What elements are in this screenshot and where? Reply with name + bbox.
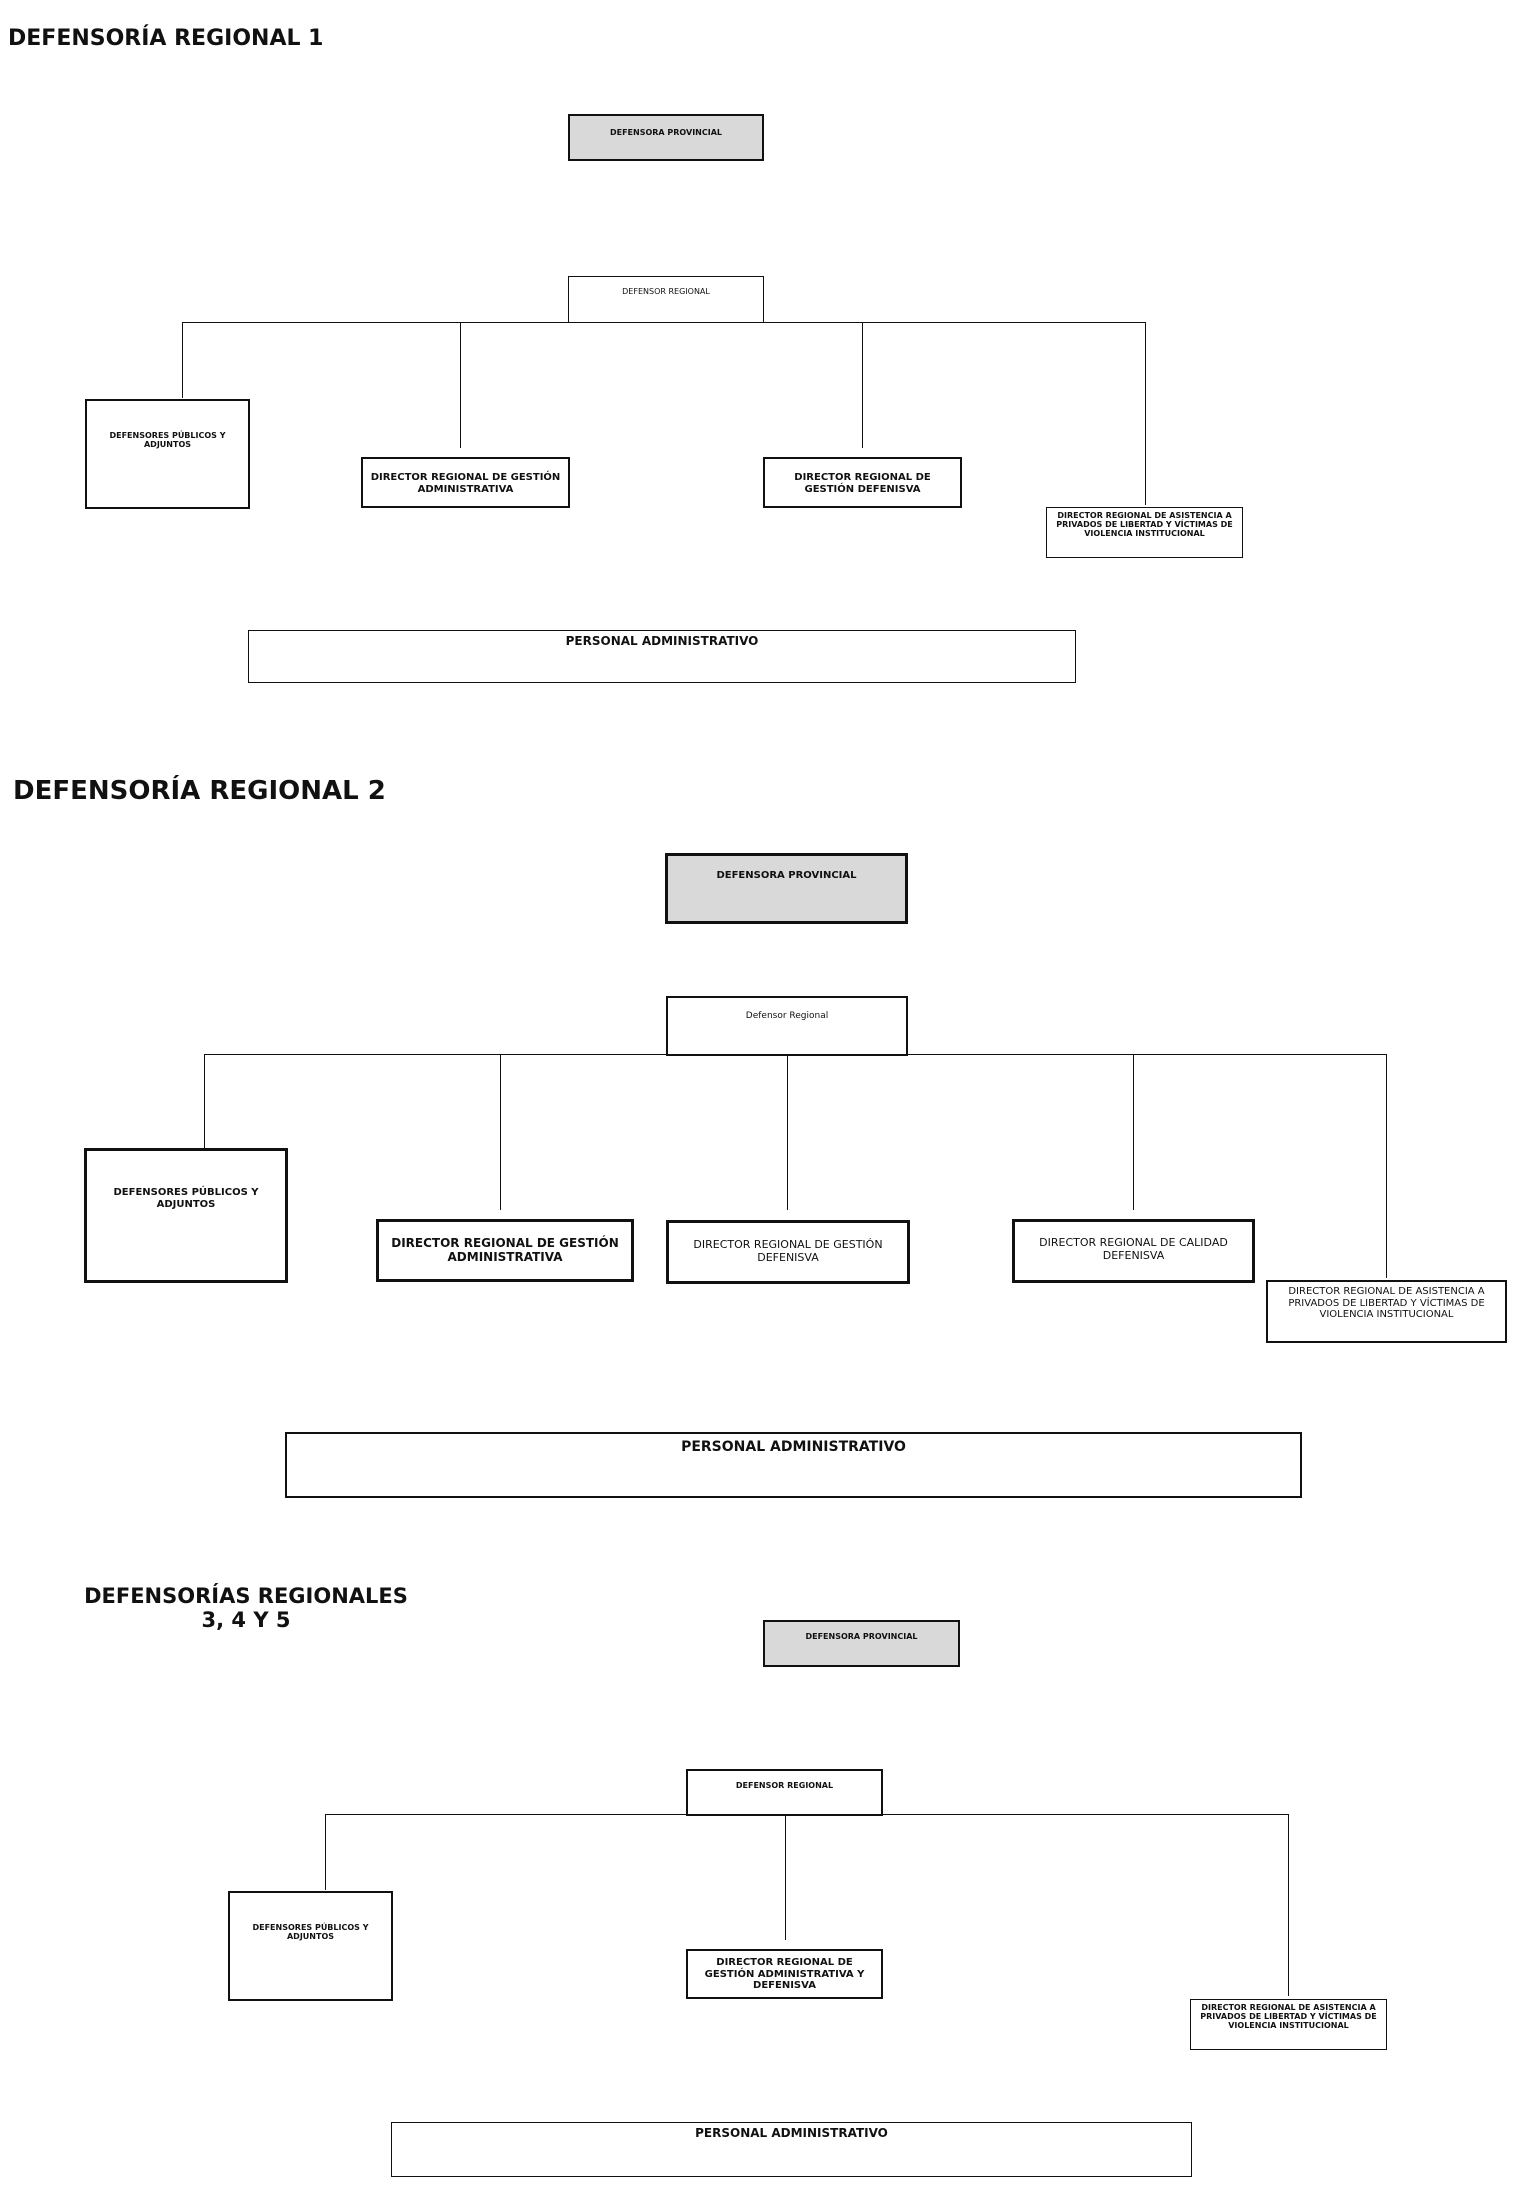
- region2-branch-line: [204, 1054, 1387, 1055]
- region2-provincial-box: DEFENSORA PROVINCIAL: [665, 853, 908, 924]
- region345-connector-asistencia: [1288, 1814, 1289, 1996]
- region2-connector-asistencia: [1386, 1054, 1387, 1278]
- region2-title: DEFENSORÍA REGIONAL 2: [13, 776, 386, 806]
- region345-title: DEFENSORÍAS REGIONALES 3, 4 Y 5: [84, 1584, 408, 1633]
- region2-connector-calidad: [1133, 1054, 1134, 1210]
- region1-personal-box: PERSONAL ADMINISTRATIVO: [248, 630, 1076, 683]
- region1-defensores-box: DEFENSORES PÚBLICOS Y ADJUNTOS: [85, 399, 250, 509]
- region345-defensores-box: DEFENSORES PÚBLICOS Y ADJUNTOS: [228, 1891, 393, 2001]
- region1-connector-asistencia: [1145, 322, 1146, 505]
- region2-calidad-box: DIRECTOR REGIONAL DE CALIDAD DEFENISVA: [1012, 1219, 1255, 1283]
- region345-connector-gestion: [785, 1814, 786, 1940]
- region345-branch-line: [325, 1814, 1289, 1815]
- region2-connector-gestion-admin: [500, 1054, 501, 1210]
- region1-provincial-box: DEFENSORA PROVINCIAL: [568, 114, 764, 161]
- region2-gestion-defensiva-box: DIRECTOR REGIONAL DE GESTIÓN DEFENISVA: [666, 1220, 910, 1284]
- region345-regional-box: DEFENSOR REGIONAL: [686, 1769, 883, 1816]
- region2-gestion-admin-box: DIRECTOR REGIONAL DE GESTIÓN ADMINISTRAT…: [376, 1219, 634, 1282]
- region2-asistencia-box: DIRECTOR REGIONAL DE ASISTENCIA A PRIVAD…: [1266, 1280, 1507, 1343]
- region1-title: DEFENSORÍA REGIONAL 1: [8, 26, 324, 51]
- region2-connector-gestion-defensiva: [787, 1054, 788, 1210]
- region2-defensores-box: DEFENSORES PÚBLICOS Y ADJUNTOS: [84, 1148, 288, 1283]
- region1-gestion-admin-box: DIRECTOR REGIONAL DE GESTIÓN ADMINISTRAT…: [361, 457, 570, 508]
- region345-connector-defensores: [325, 1814, 326, 1890]
- region1-regional-box: DEFENSOR REGIONAL: [568, 276, 764, 323]
- region2-regional-box: Defensor Regional: [666, 996, 908, 1056]
- region1-connector-gestion-admin: [460, 322, 461, 448]
- region345-asistencia-box: DIRECTOR REGIONAL DE ASISTENCIA A PRIVAD…: [1190, 1999, 1387, 2050]
- region1-connector-gestion-defensiva: [862, 322, 863, 448]
- region1-branch-line: [182, 322, 1146, 323]
- region1-connector-defensores: [182, 322, 183, 398]
- region345-provincial-box: DEFENSORA PROVINCIAL: [763, 1620, 960, 1667]
- region1-asistencia-box: DIRECTOR REGIONAL DE ASISTENCIA A PRIVAD…: [1046, 507, 1243, 558]
- region1-gestion-defensiva-box: DIRECTOR REGIONAL DE GESTIÓN DEFENISVA: [763, 457, 962, 508]
- region2-personal-box: PERSONAL ADMINISTRATIVO: [285, 1432, 1302, 1498]
- region345-gestion-box: DIRECTOR REGIONAL DE GESTIÓN ADMINISTRAT…: [686, 1949, 883, 1999]
- region2-connector-defensores: [204, 1054, 205, 1150]
- region345-personal-box: PERSONAL ADMINISTRATIVO: [391, 2122, 1192, 2177]
